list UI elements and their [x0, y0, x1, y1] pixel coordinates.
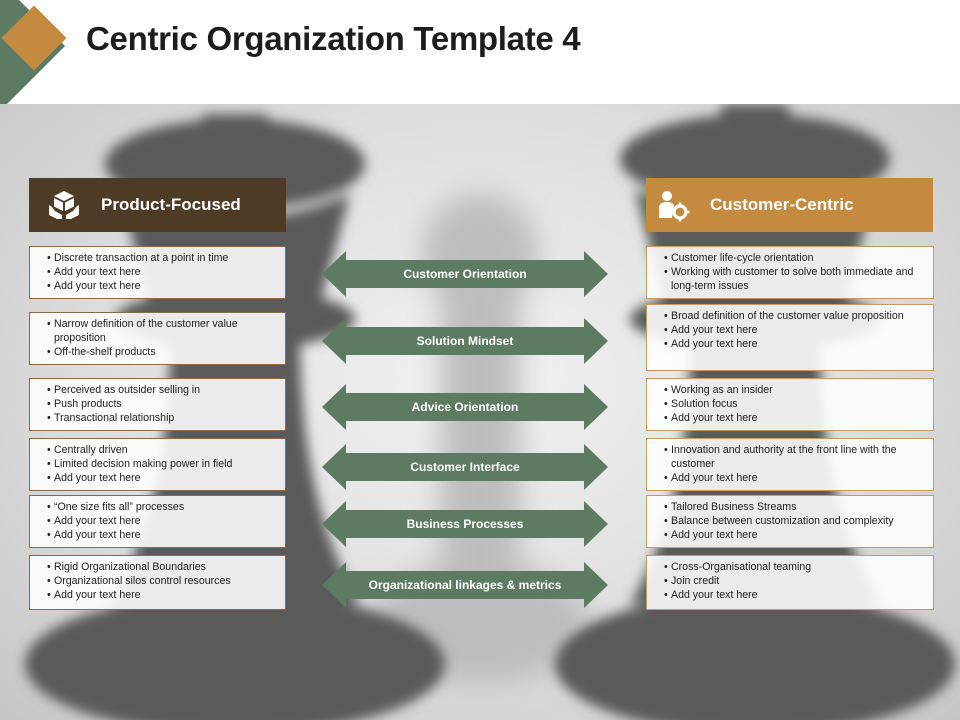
bullet-item: Add your text here — [47, 588, 277, 602]
bullet-item: Add your text here — [47, 471, 277, 485]
title-bar: Centric Organization Template 4 — [0, 0, 960, 112]
left-box-5: “One size fits all” processes Add your t… — [29, 495, 286, 548]
bullet-item: Organizational silos control resources — [47, 574, 277, 588]
double-arrow-6: Organizational linkages & metrics — [322, 562, 608, 608]
double-arrow-4: Customer Interface — [322, 444, 608, 490]
bullet-item: Working with customer to solve both imme… — [664, 265, 925, 293]
left-box-3: Perceived as outsider selling in Push pr… — [29, 378, 286, 431]
bullet-item: Solution focus — [664, 397, 925, 411]
right-box-4: Innovation and authority at the front li… — [646, 438, 934, 491]
right-box-6: Cross-Organisational teaming Join credit… — [646, 555, 934, 610]
bullet-item: Off-the-shelf products — [47, 345, 277, 359]
bullet-item: Working as an insider — [664, 383, 925, 397]
bullet-item: Add your text here — [664, 588, 925, 602]
right-box-5: Tailored Business Streams Balance betwee… — [646, 495, 934, 548]
right-box-1: Customer life-cycle orientation Working … — [646, 246, 934, 299]
arrow-label: Customer Orientation — [403, 267, 527, 281]
hands-box-icon — [49, 191, 79, 219]
left-box-6: Rigid Organizational Boundaries Organiza… — [29, 555, 286, 610]
bullet-item: Add your text here — [47, 279, 277, 293]
bullet-item: Add your text here — [664, 528, 925, 542]
arrow-label: Customer Interface — [410, 460, 520, 474]
customer-centric-header: Customer-Centric — [646, 178, 933, 232]
product-focused-label: Product-Focused — [101, 195, 241, 214]
bullet-item: Add your text here — [664, 337, 925, 351]
bullet-item: Rigid Organizational Boundaries — [47, 560, 277, 574]
bullet-item: Centrally driven — [47, 443, 277, 457]
arrow-label: Organizational linkages & metrics — [368, 578, 562, 592]
customer-centric-label: Customer-Centric — [710, 195, 854, 214]
double-arrow-1: Customer Orientation — [322, 251, 608, 297]
bullet-item: Add your text here — [47, 265, 277, 279]
bullet-item: Perceived as outsider selling in — [47, 383, 277, 397]
bullet-item: Balance between customization and comple… — [664, 514, 925, 528]
right-box-2: Broad definition of the customer value p… — [646, 304, 934, 371]
left-box-4: Centrally driven Limited decision making… — [29, 438, 286, 491]
bullet-item: Add your text here — [664, 323, 925, 337]
arrow-label: Solution Mindset — [416, 334, 514, 348]
page-title: Centric Organization Template 4 — [86, 20, 581, 57]
bullet-item: Add your text here — [47, 528, 277, 542]
arrow-label: Advice Orientation — [411, 400, 519, 414]
left-box-1: Discrete transaction at a point in time … — [29, 246, 286, 299]
bullet-item: “One size fits all” processes — [47, 500, 277, 514]
bullet-item: Limited decision making power in field — [47, 457, 277, 471]
bullet-item: Discrete transaction at a point in time — [47, 251, 277, 265]
left-box-2: Narrow definition of the customer value … — [29, 312, 286, 365]
bullet-item: Push products — [47, 397, 277, 411]
double-arrow-5: Business Processes — [322, 501, 608, 547]
right-box-3: Working as an insider Solution focus Add… — [646, 378, 934, 431]
product-focused-header: Product-Focused — [29, 178, 286, 232]
bullet-item: Customer life-cycle orientation — [664, 251, 925, 265]
bullet-item: Innovation and authority at the front li… — [664, 443, 925, 471]
bullet-item: Transactional relationship — [47, 411, 277, 425]
double-arrow-3: Advice Orientation — [322, 384, 608, 430]
double-arrow-2: Solution Mindset — [322, 318, 608, 364]
bullet-item: Add your text here — [47, 514, 277, 528]
bullet-item: Add your text here — [664, 471, 925, 485]
person-gear-icon — [659, 191, 690, 222]
bullet-item: Broad definition of the customer value p… — [664, 309, 925, 323]
arrow-label: Business Processes — [406, 517, 524, 531]
bullet-item: Join credit — [664, 574, 925, 588]
bullet-item: Cross-Organisational teaming — [664, 560, 925, 574]
bullet-item: Narrow definition of the customer value … — [47, 317, 277, 345]
bullet-item: Add your text here — [664, 411, 925, 425]
bullet-item: Tailored Business Streams — [664, 500, 925, 514]
